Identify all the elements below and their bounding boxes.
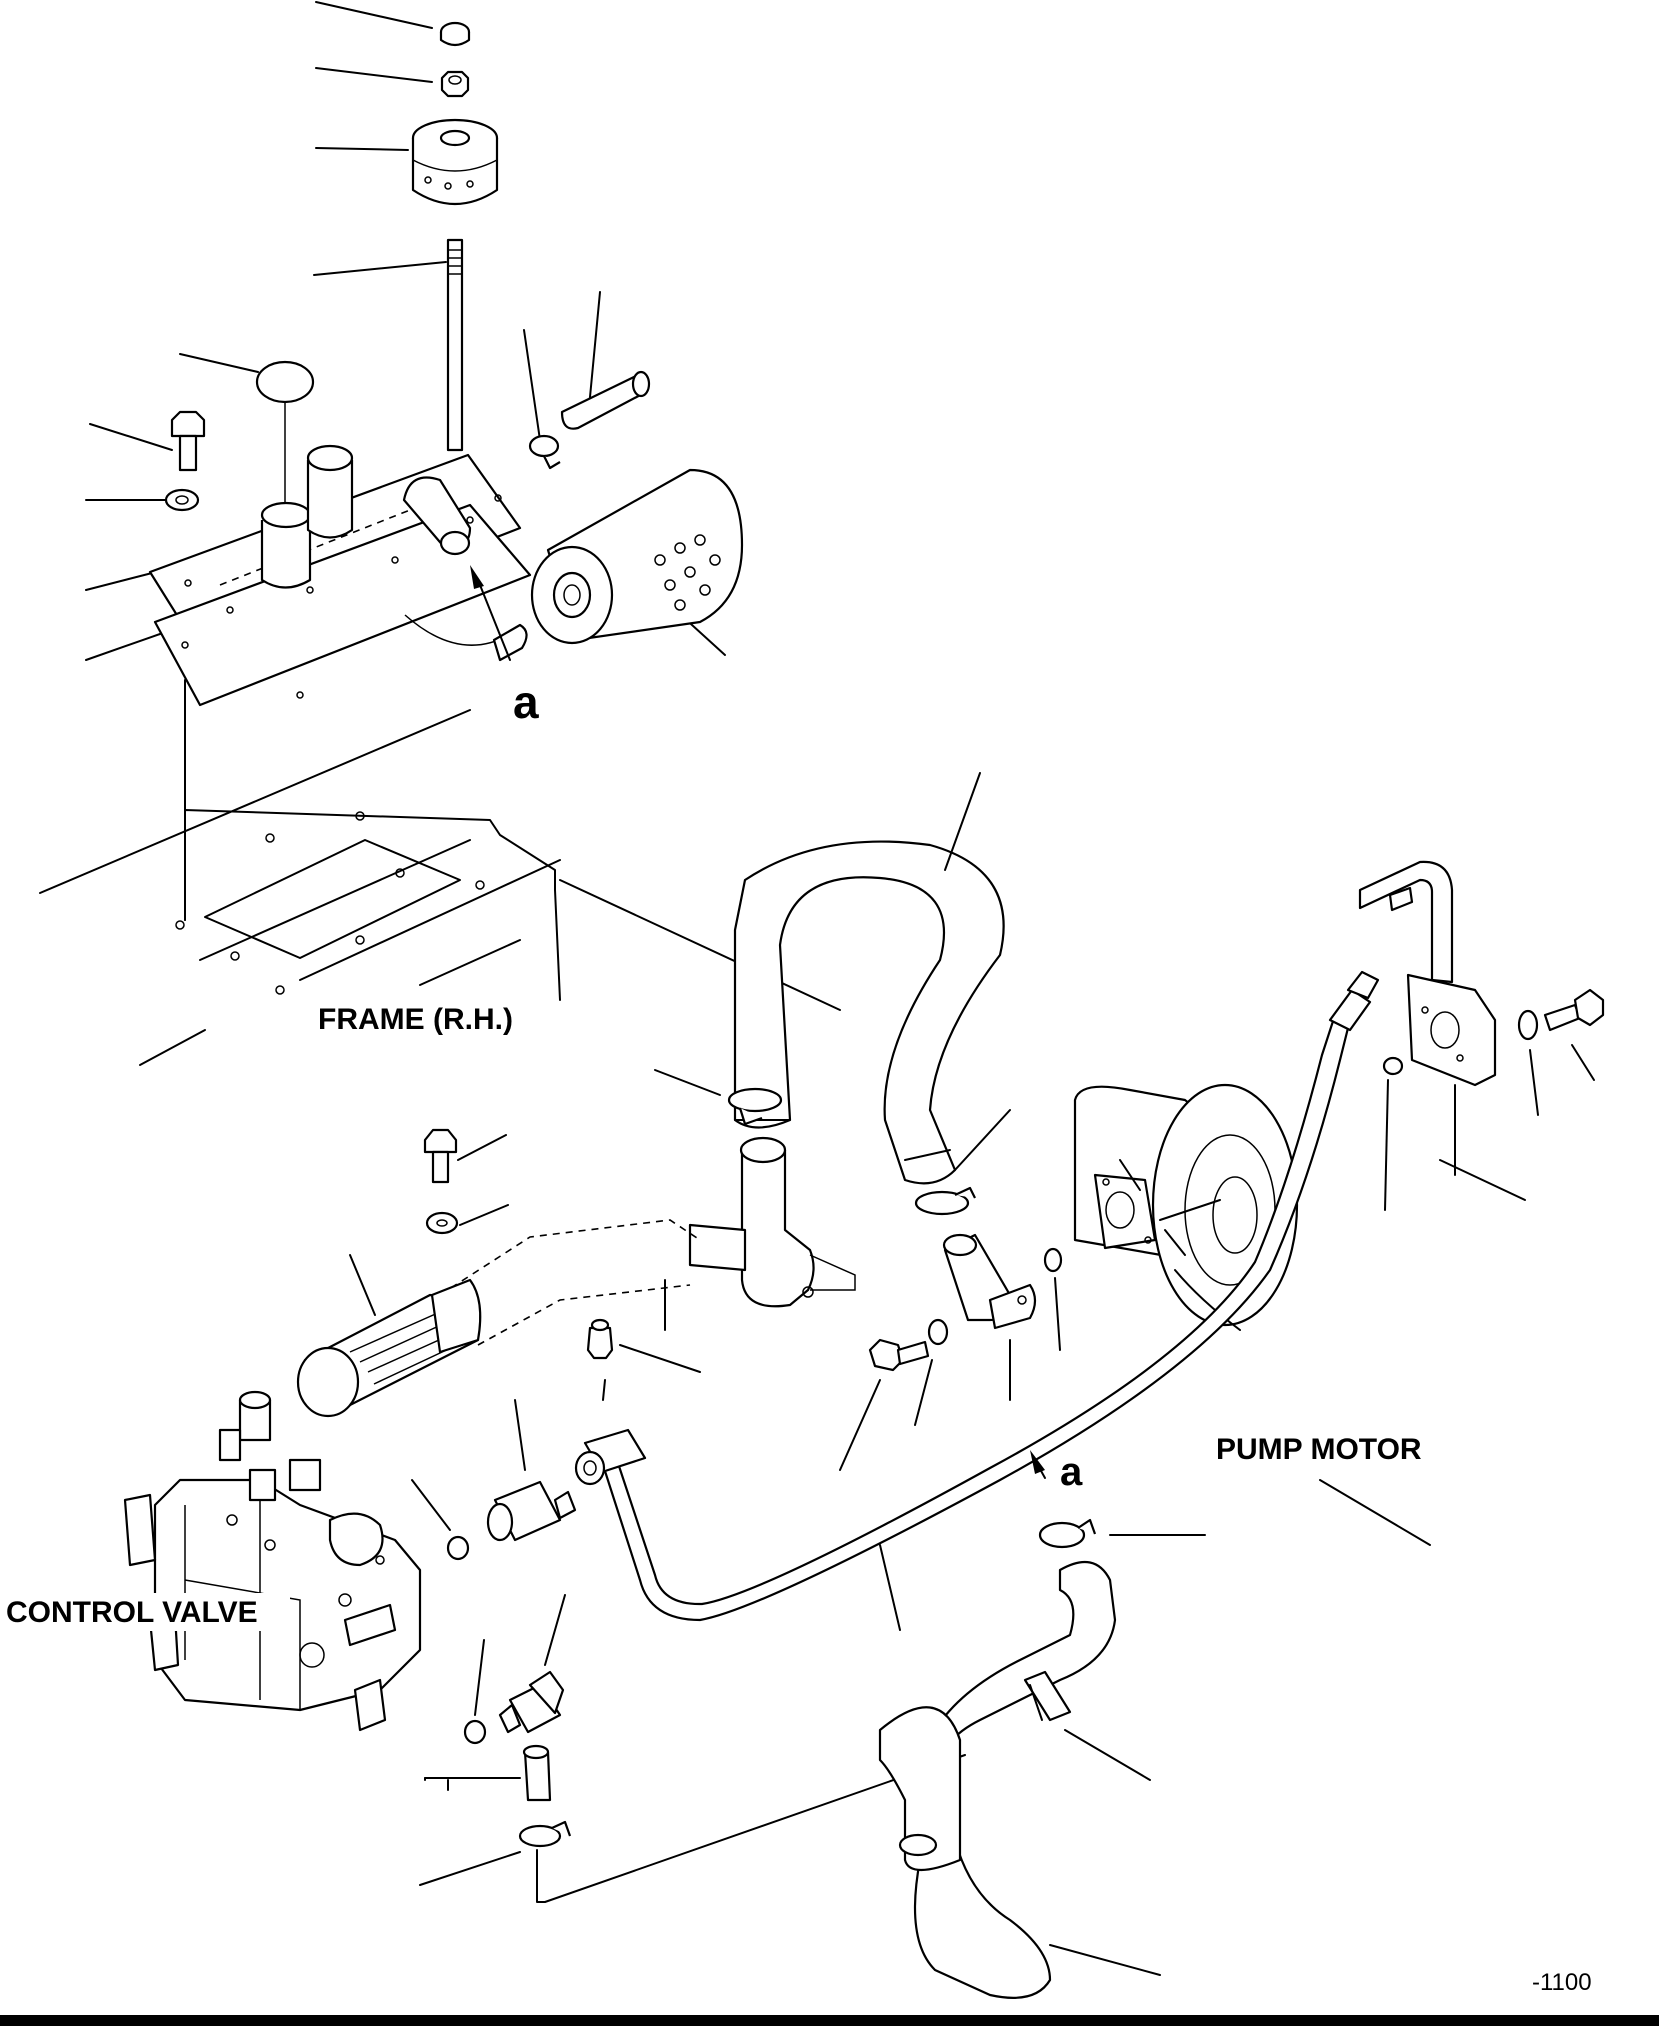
return-hose-lower — [878, 1534, 1206, 1999]
suction-strainer — [296, 1219, 701, 1418]
leader-lines-top — [85, 1, 726, 661]
grease-nipple — [586, 1318, 701, 1373]
control-valve-label-bg — [0, 1593, 290, 1631]
marker-a-top: a — [470, 565, 539, 728]
hose-clamp-top — [528, 434, 561, 470]
pump-motor — [1073, 1083, 1299, 1331]
o-ring-pump — [1043, 1247, 1063, 1351]
marker-a-top-text: a — [513, 676, 539, 728]
pilot-bolt — [1543, 988, 1605, 1081]
bottom-border — [0, 2015, 1659, 2026]
marker-a-bottom: a — [1030, 1450, 1083, 1494]
stud-bolt — [446, 238, 464, 452]
flange-washer — [914, 1318, 949, 1426]
suction-hose-upper — [733, 772, 1005, 1185]
hose-clamp-lower — [419, 1754, 966, 1903]
control-valve-label: CONTROL VALVE — [6, 1596, 258, 1629]
mounting-bolt — [170, 410, 206, 472]
check-valve — [486, 1399, 577, 1542]
hose-clamp-mid — [654, 1069, 783, 1126]
filler-cap — [255, 360, 315, 505]
elbow-fitting — [942, 1233, 1037, 1401]
pilot-o-ring — [1382, 1056, 1404, 1211]
washer-mid — [425, 1204, 509, 1235]
o-ring-lower — [463, 1639, 487, 1745]
adapter-fitting — [498, 1594, 566, 1734]
flange-bolt — [839, 1338, 930, 1471]
hose-nipple — [424, 1744, 552, 1802]
frame-label: FRAME (R.H.) — [318, 1003, 513, 1036]
pilot-washer — [1517, 1009, 1539, 1116]
hose-clamp-right — [914, 1109, 1011, 1216]
suction-pipe — [664, 1136, 856, 1331]
o-ring-valve — [411, 1479, 470, 1561]
washer-left — [164, 488, 200, 512]
hydraulic-tank — [148, 444, 532, 707]
page-number: -1100 — [1532, 1969, 1592, 1996]
pilot-pipe — [1358, 860, 1526, 1201]
pump-motor-label: PUMP MOTOR — [1216, 1433, 1422, 1466]
short-hose — [560, 370, 651, 430]
cap-nut — [439, 21, 471, 47]
swivel-fitting — [574, 1379, 647, 1486]
marker-a-bottom-text: a — [1060, 1450, 1083, 1494]
air-breather — [530, 468, 744, 645]
hex-nut — [440, 70, 470, 98]
rubber-mount — [411, 118, 499, 206]
high-pressure-hose — [593, 970, 1380, 1631]
frame-rh: FRAME (R.H.) — [39, 679, 841, 1066]
hose-clamp-return — [1038, 1518, 1097, 1549]
bolt-mid — [423, 1128, 507, 1184]
control-valve — [123, 1390, 422, 1732]
